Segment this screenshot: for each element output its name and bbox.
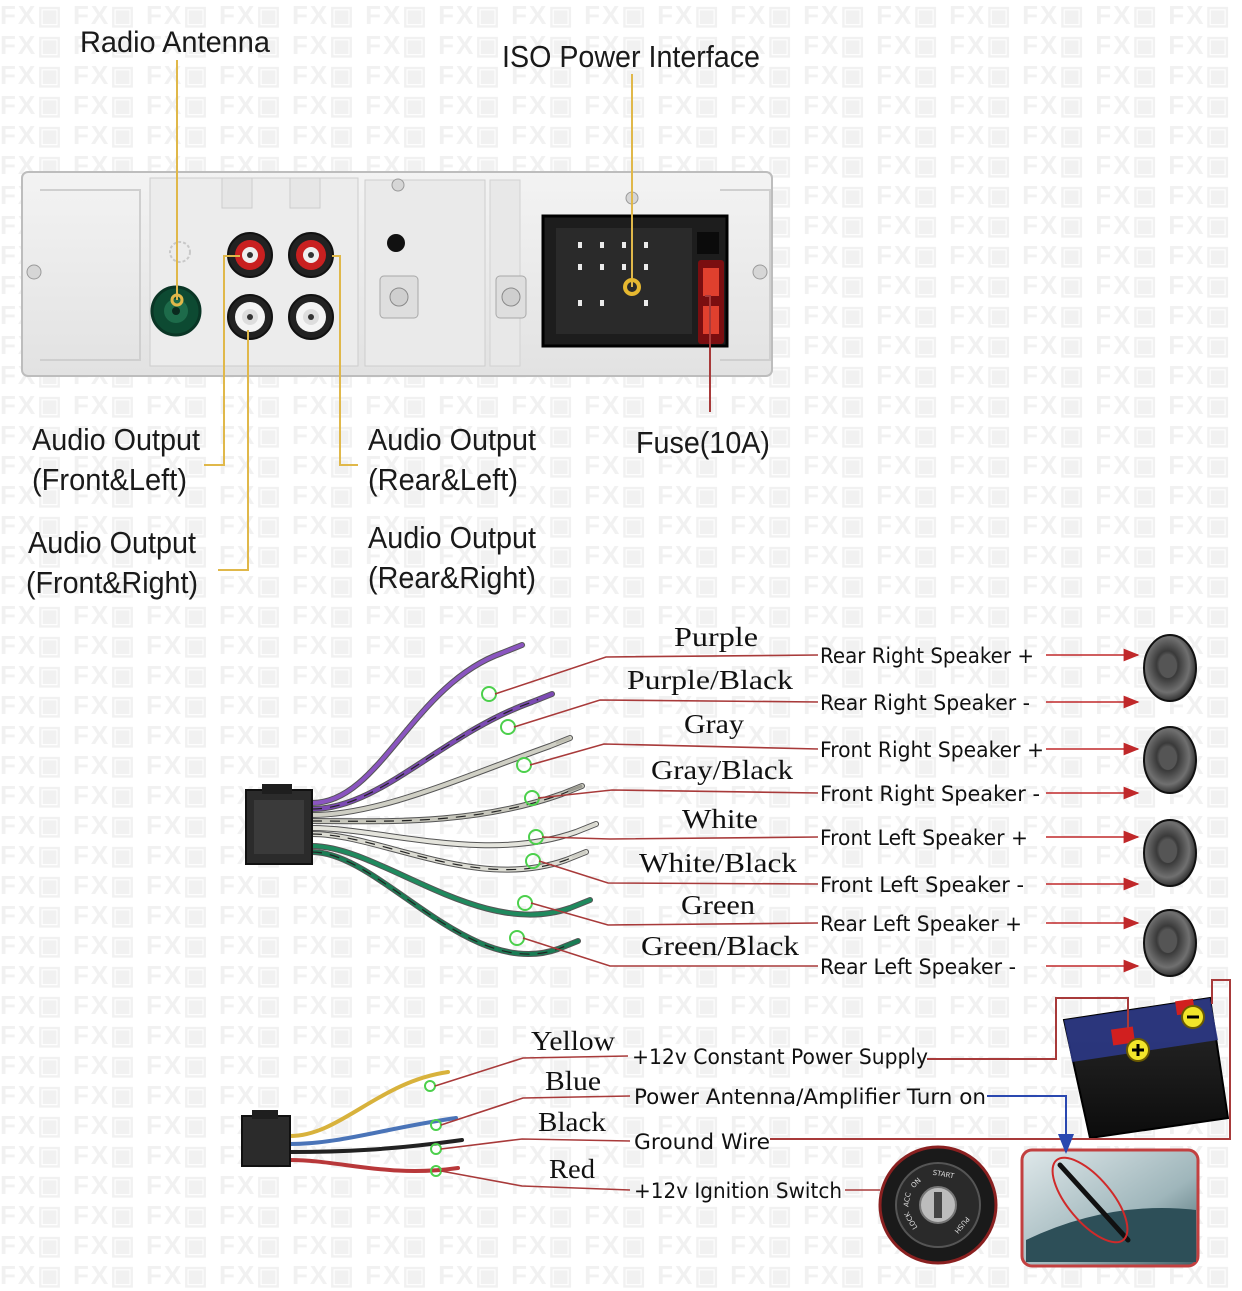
antenna-jack xyxy=(150,285,202,337)
rear-left-label-line2: (Rear&Left) xyxy=(368,462,518,497)
speaker-icon xyxy=(1143,909,1197,977)
battery-negative-icon xyxy=(1181,1005,1205,1029)
wire-destination-label: +12v Ignition Switch xyxy=(634,1179,842,1203)
power-harness: Yellow +12v Constant Power SupplyBluePowe… xyxy=(241,979,1231,1268)
rca-front-left-jack xyxy=(227,232,273,278)
rca-rear-left-jack xyxy=(288,232,334,278)
leader-lines-top xyxy=(170,60,711,571)
speaker-wire xyxy=(309,821,1140,849)
speaker-wire xyxy=(309,735,1140,818)
power-wire xyxy=(288,1138,631,1155)
wire-color-label: Gray xyxy=(684,709,745,739)
wire-destination-label: Front Right Speaker + xyxy=(820,738,1044,762)
speaker-icons xyxy=(1143,634,1197,977)
speaker-wire xyxy=(309,831,1140,891)
wire-destination-label: Front Right Speaker - xyxy=(820,782,1040,806)
wire-color-label: Yellow xyxy=(531,1026,616,1056)
wire-marker xyxy=(516,757,532,773)
front-left-label-line2: (Front&Left) xyxy=(32,462,187,497)
ignition-mark: START xyxy=(932,1169,955,1181)
rear-left-label-line1: Audio Output xyxy=(368,422,536,457)
iso-power-label: ISO Power Interface xyxy=(502,39,760,74)
front-left-label-line1: Audio Output xyxy=(32,422,200,457)
speaker-icon xyxy=(1143,726,1197,794)
fuse-label: Fuse(10A) xyxy=(636,425,770,460)
wire-marker xyxy=(500,719,516,735)
front-right-label-line1: Audio Output xyxy=(28,525,196,560)
battery-positive-icon xyxy=(1126,1038,1150,1062)
top-labels: Radio Antenna ISO Power Interface Fuse(1… xyxy=(26,26,770,600)
speaker-icon xyxy=(1143,634,1197,702)
power-wire xyxy=(288,1158,631,1191)
car-antenna-image xyxy=(1020,1148,1200,1268)
front-right-label-line2: (Front&Right) xyxy=(26,565,198,600)
rca-front-right-jack xyxy=(227,294,273,340)
wire-destination-label: Rear Right Speaker - xyxy=(820,691,1030,715)
wire-marker xyxy=(430,1143,442,1155)
wire-marker xyxy=(509,930,525,946)
wire-color-label: Green xyxy=(681,890,756,920)
wire-color-label: Purple xyxy=(674,622,758,652)
wire-color-label: White xyxy=(682,804,758,834)
wire-destination-label: Rear Right Speaker + xyxy=(820,644,1034,668)
wire-color-label: White/Black xyxy=(639,848,798,878)
wire-destination-label: Front Left Speaker + xyxy=(820,826,1028,850)
wire-color-label: Black xyxy=(538,1107,607,1137)
radio-antenna-label: Radio Antenna xyxy=(80,26,270,59)
speaker-wire xyxy=(309,843,1140,930)
wire-marker xyxy=(481,686,497,702)
power-wire xyxy=(288,1095,631,1146)
power-wire xyxy=(288,1055,629,1138)
iso-power-connector xyxy=(541,214,729,348)
wire-marker xyxy=(424,1080,436,1092)
wire-destination-label: +12v Constant Power Supply xyxy=(632,1045,928,1069)
wire-destination-label: Ground Wire xyxy=(634,1130,770,1154)
rca-rear-right-jack xyxy=(288,294,334,340)
wire-color-label: Green/Black xyxy=(641,931,800,961)
car-battery xyxy=(1062,996,1230,1140)
head-unit-rear-panel xyxy=(21,171,773,377)
wire-destination-label: Rear Left Speaker - xyxy=(820,955,1016,979)
wire-destination-label: Front Left Speaker - xyxy=(820,873,1024,897)
wire-color-label: Gray/Black xyxy=(651,755,794,785)
speaker-wire xyxy=(309,691,1140,812)
speaker-wire xyxy=(309,642,1140,806)
wire-color-label: Red xyxy=(549,1154,596,1184)
power-harness-connector xyxy=(241,1110,291,1167)
speaker-icon xyxy=(1143,819,1197,887)
power-connections xyxy=(770,979,1231,1154)
rear-right-label-line1: Audio Output xyxy=(368,520,536,555)
speaker-harness-connector xyxy=(245,784,313,865)
speaker-wire xyxy=(309,783,1140,825)
ignition-mark: ACC xyxy=(902,1192,912,1208)
speaker-wire xyxy=(309,849,1140,973)
wire-destination-label: Rear Left Speaker + xyxy=(820,912,1022,936)
rear-right-label-line2: (Rear&Right) xyxy=(368,560,536,595)
wire-color-label: Purple/Black xyxy=(627,665,794,695)
wire-marker xyxy=(517,895,533,911)
wire-destination-label: Power Antenna/Amplifier Turn on xyxy=(634,1085,986,1109)
wire-color-label: Blue xyxy=(545,1066,601,1096)
